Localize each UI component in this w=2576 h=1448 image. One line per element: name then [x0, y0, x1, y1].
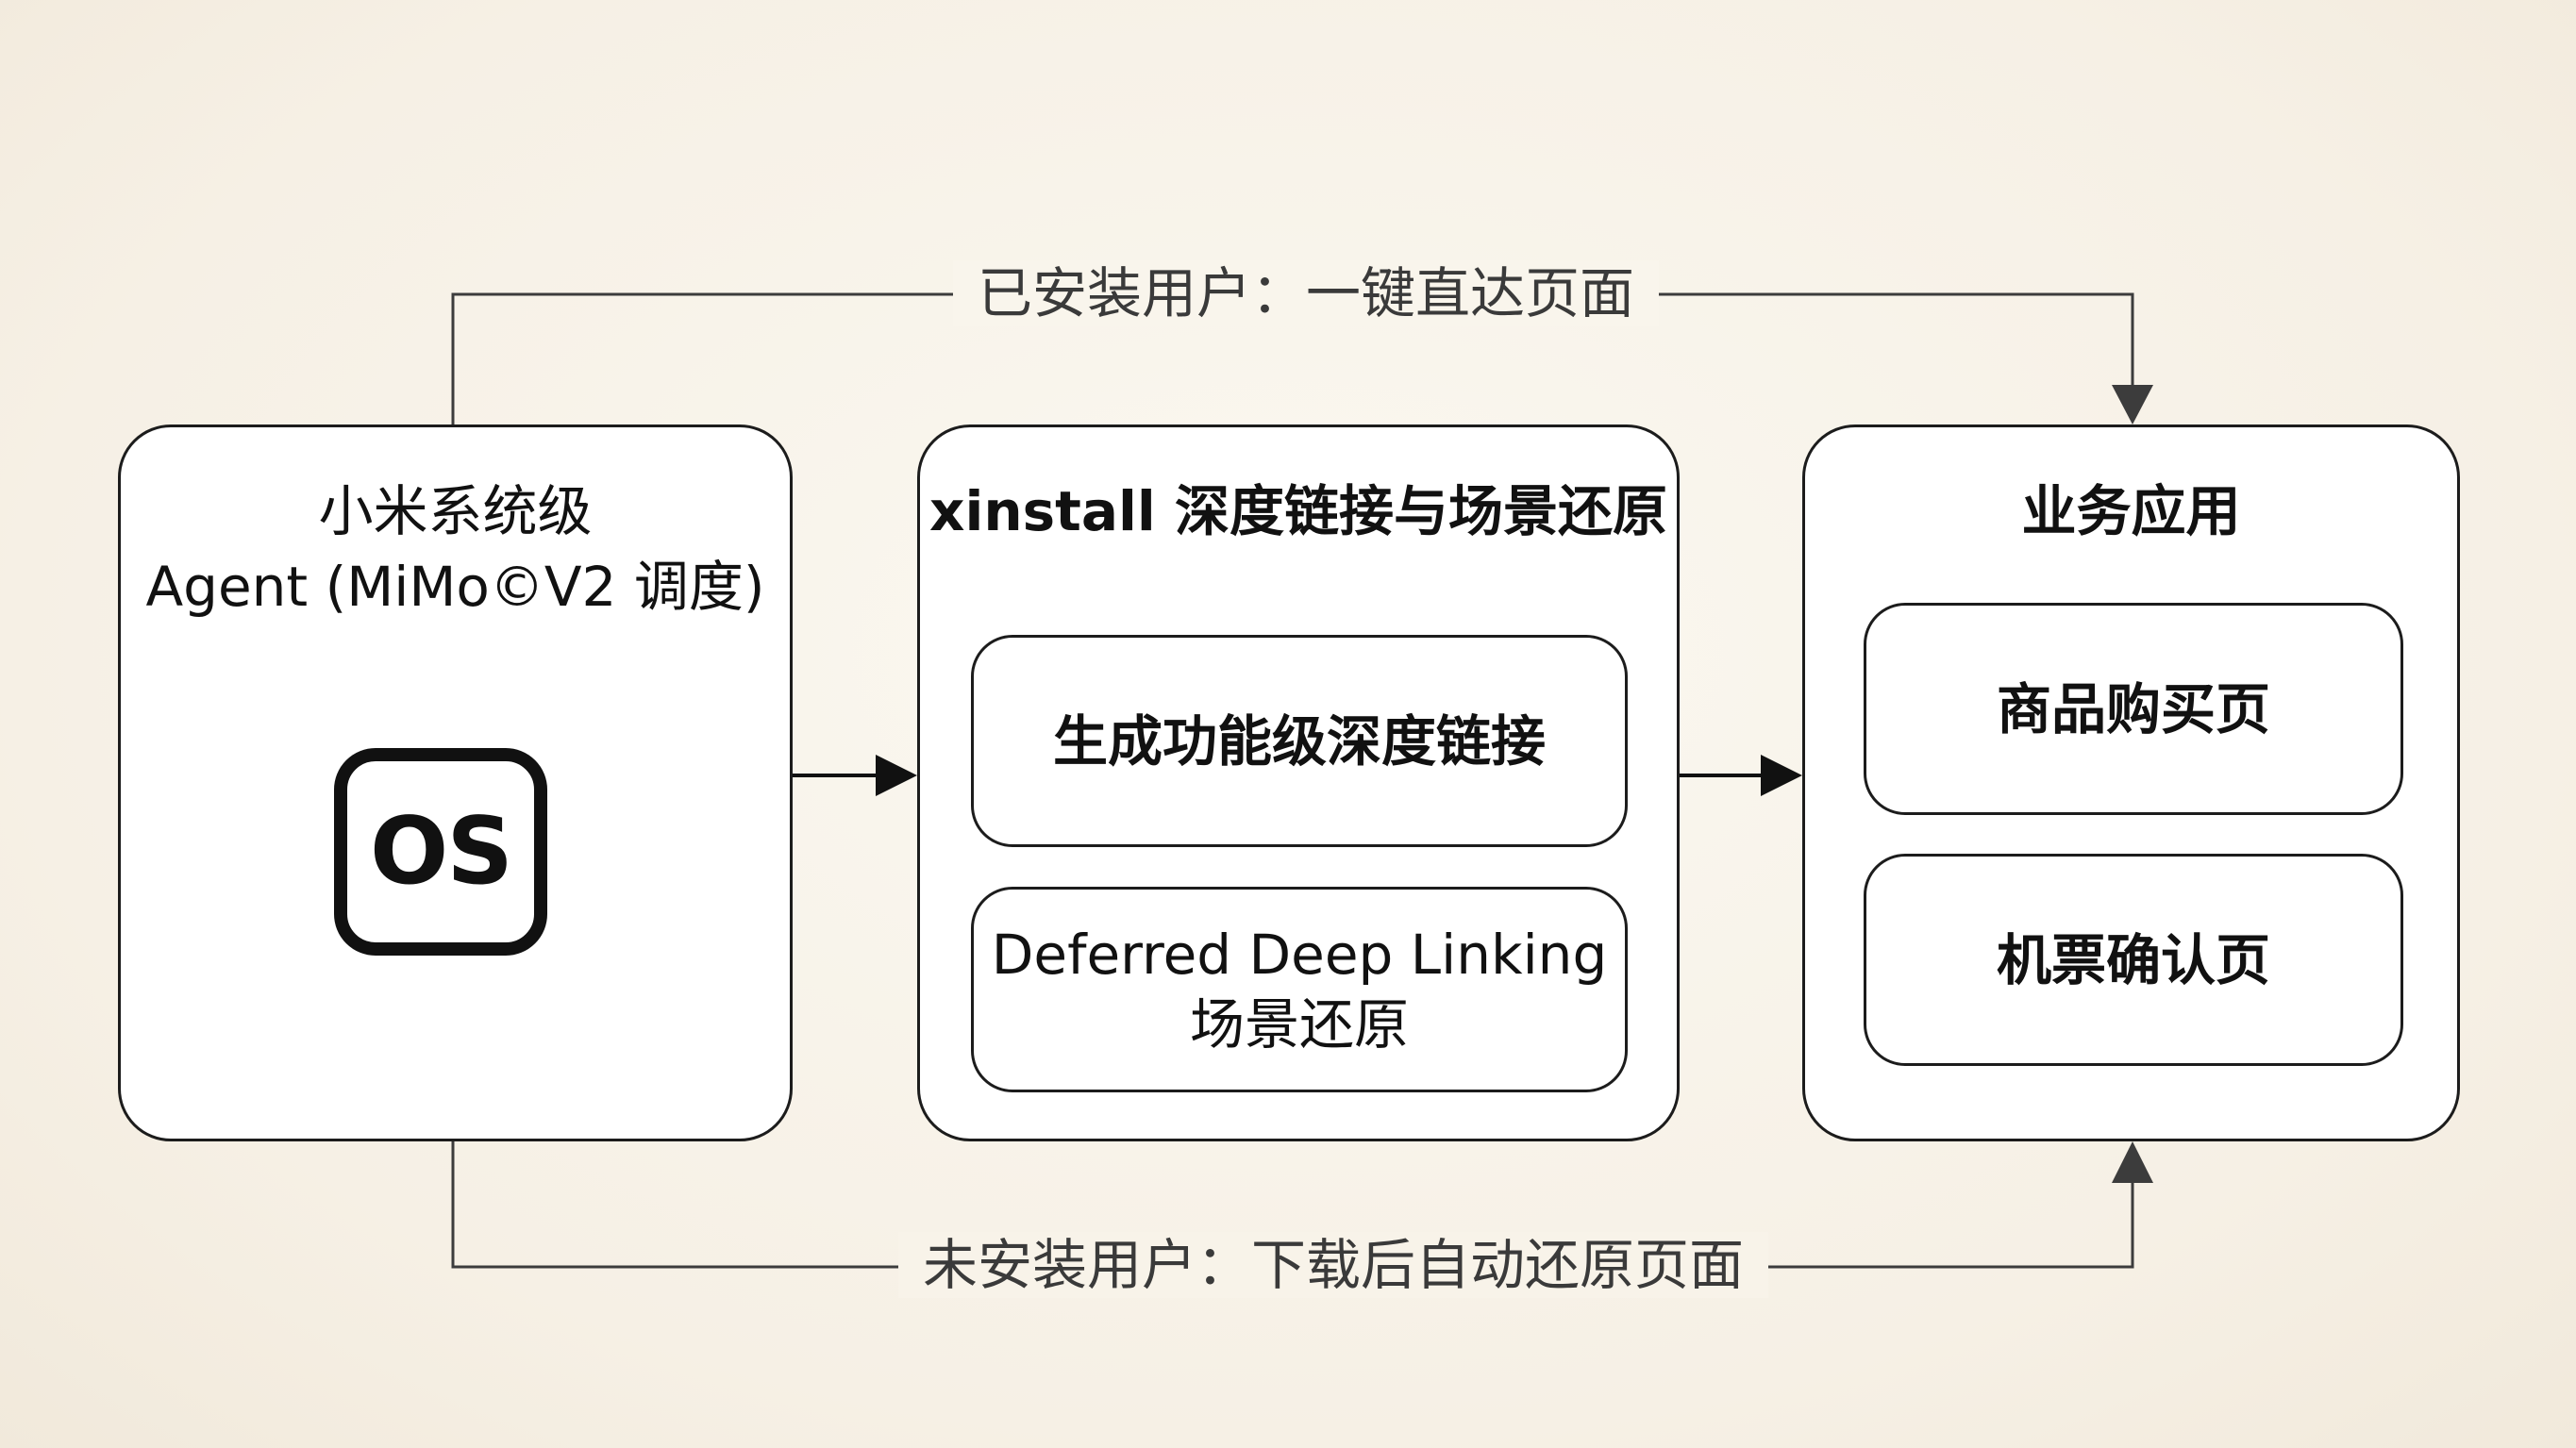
step-deferred-deep-linking-label-line2: 场景还原	[1189, 992, 1409, 1057]
page-product-purchase: 商品购买页	[1864, 603, 2403, 815]
step-deferred-deep-linking: Deferred Deep Linking 场景还原	[971, 887, 1628, 1092]
source-box: 小米系统级 Agent (MiMo©V2 调度) OS	[118, 424, 793, 1141]
deep-link-box: xinstall 深度链接与场景还原 生成功能级深度链接 Deferred De…	[917, 424, 1680, 1141]
bottom-path-label: 未安装用户：下载后自动还原页面	[898, 1232, 1769, 1298]
page-product-purchase-label: 商品购买页	[1996, 676, 2270, 741]
top-path-label: 已安装用户：一键直达页面	[953, 260, 1660, 326]
step-deferred-deep-linking-label-line1: Deferred Deep Linking	[991, 923, 1608, 987]
page-flight-confirmation: 机票确认页	[1864, 854, 2403, 1066]
source-box-title-line2: Agent (MiMo©V2 调度)	[145, 555, 765, 619]
step-generate-deep-link-label: 生成功能级深度链接	[1052, 708, 1546, 774]
os-icon: OS	[334, 748, 547, 956]
arrow-middle-to-target-head	[1761, 755, 1802, 796]
deep-link-box-title: xinstall 深度链接与场景还原	[929, 479, 1667, 543]
business-app-box-title: 业务应用	[2021, 479, 2241, 543]
step-generate-deep-link: 生成功能级深度链接	[971, 635, 1628, 847]
page-flight-confirmation-label: 机票确认页	[1996, 927, 2270, 992]
source-box-title-line1: 小米系统级	[318, 479, 593, 543]
business-app-box: 业务应用 商品购买页 机票确认页	[1802, 424, 2460, 1141]
arrow-source-to-middle-head	[876, 755, 917, 796]
top-path-arrowhead	[2112, 385, 2153, 424]
bottom-path-arrowhead	[2112, 1141, 2153, 1183]
